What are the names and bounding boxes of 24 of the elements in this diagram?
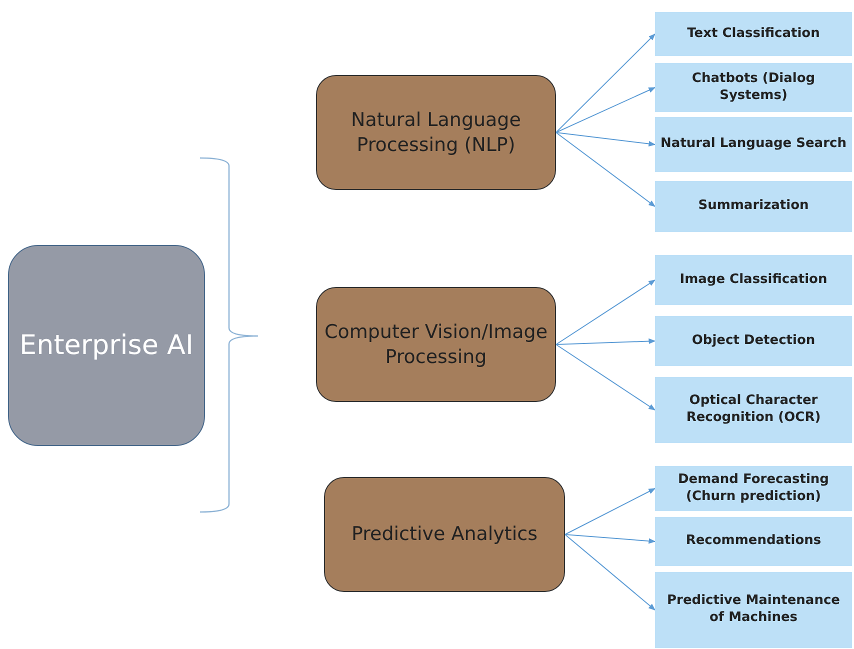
arrow — [556, 87, 656, 133]
arrow — [556, 338, 656, 345]
arrow — [556, 280, 656, 345]
category-box: Natural Language Processing (NLP) — [316, 75, 556, 190]
task-box: Object Detection — [655, 316, 852, 366]
arrow — [564, 534, 656, 544]
category-box: Predictive Analytics — [324, 477, 565, 592]
task-box: Text Classification — [655, 12, 852, 56]
task-box: Recommendations — [655, 517, 852, 566]
task-box: Optical Character Recognition (OCR) — [655, 377, 852, 443]
arrow — [556, 344, 656, 410]
arrow — [564, 488, 656, 535]
arrow — [556, 132, 656, 207]
task-box: Chatbots (Dialog Systems) — [655, 63, 852, 112]
root-box: Enterprise AI — [8, 245, 205, 446]
arrow — [556, 132, 656, 147]
task-box: Summarization — [655, 181, 852, 232]
arrow — [556, 34, 656, 133]
task-box: Predictive Maintenance of Machines — [655, 572, 852, 648]
task-box: Image Classification — [655, 255, 852, 305]
task-box: Demand Forecasting (Churn prediction) — [655, 466, 852, 511]
arrow — [564, 534, 656, 610]
task-box: Natural Language Search — [655, 117, 852, 172]
category-box: Computer Vision/Image Processing — [316, 287, 556, 402]
